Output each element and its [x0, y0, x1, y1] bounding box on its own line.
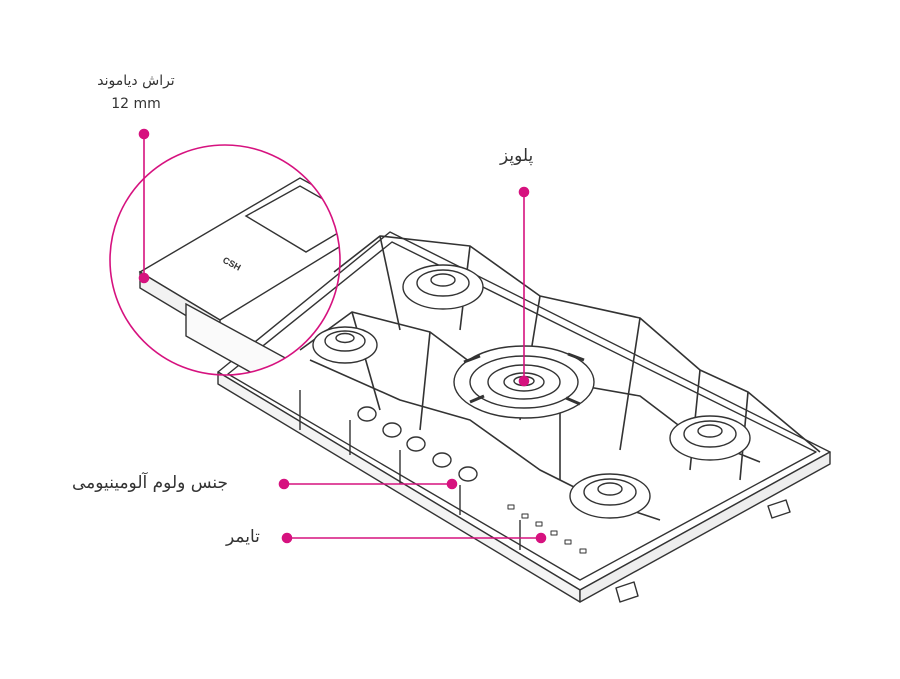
callout-dot-knobs [446, 478, 458, 490]
timer-panel [507, 504, 587, 554]
zoom-detail: CSH [109, 144, 341, 376]
burner-front [569, 473, 651, 519]
timer-label: تایمر [226, 527, 260, 547]
callout-dot-knobs-start [278, 478, 290, 490]
knob-5 [458, 466, 478, 482]
callouts [138, 128, 547, 544]
callout-dot-diamond-top [138, 128, 150, 140]
callout-dot-timer [535, 532, 547, 544]
burner-rear-left [402, 264, 484, 310]
burner-left [312, 326, 378, 364]
callout-dot-burner-top [518, 186, 530, 198]
burner-right [669, 415, 751, 461]
knob-2 [382, 422, 402, 438]
diamond-cut-label: تراش دیاموند [97, 73, 175, 89]
callout-dot-diamond [138, 272, 150, 284]
knob-4 [432, 452, 452, 468]
callout-dot-timer-start [281, 532, 293, 544]
knob-1 [357, 406, 377, 422]
knob-3 [406, 436, 426, 452]
knob-material-label: جنس ولوم آلومینیومی [72, 473, 229, 493]
control-knobs [357, 406, 478, 482]
diamond-cut-size-label: 12 mm [111, 96, 161, 112]
callout-dot-burner [518, 375, 530, 387]
burner-label: پلوپز [500, 146, 534, 166]
